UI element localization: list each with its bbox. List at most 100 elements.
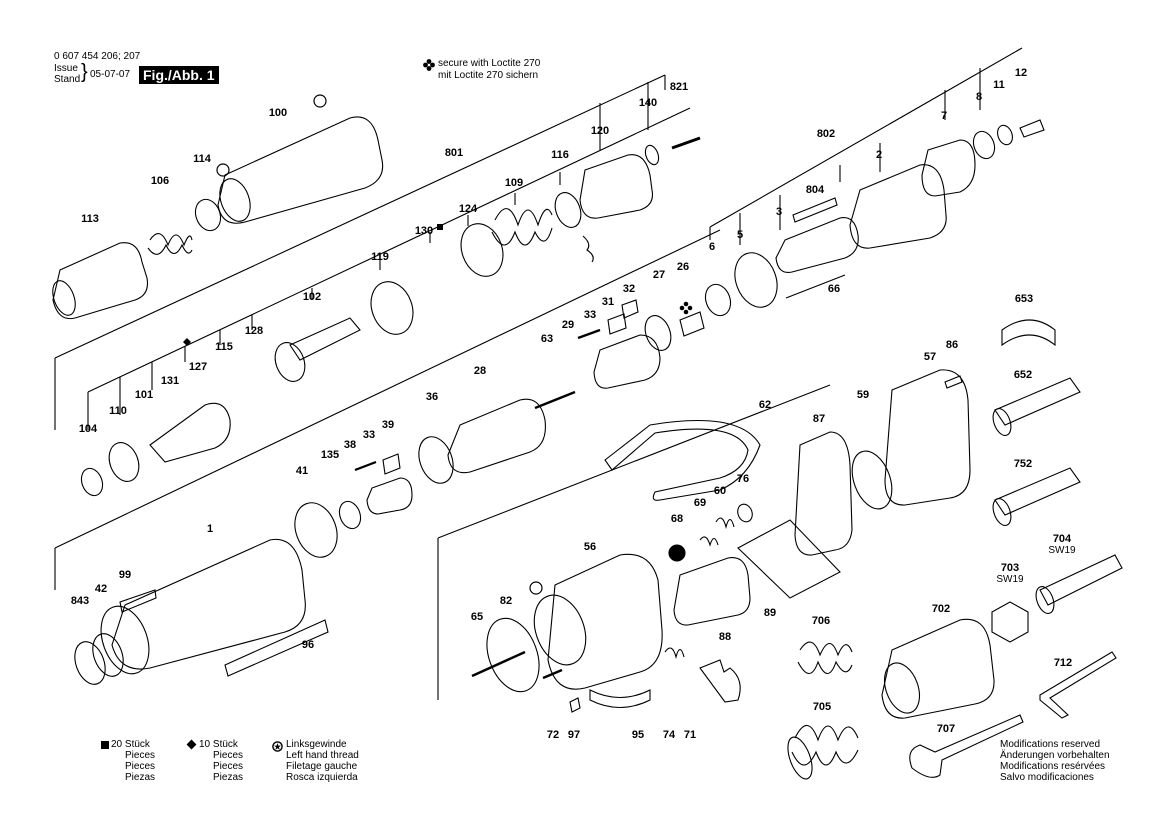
legend-diamond-count: 10 Stück [199, 739, 238, 750]
part-5-bearing [734, 252, 778, 308]
stand-label: Stand [54, 74, 81, 85]
label-part-72: 72 [547, 729, 559, 741]
legend-diamond-l1: Pieces [213, 750, 244, 761]
part-6-bearing [704, 283, 732, 317]
label-part-11: 11 [993, 79, 1005, 91]
legend-lefthand: Linksgewinde Left hand thread Filetage g… [286, 739, 359, 783]
label-part-41: 41 [296, 465, 308, 477]
part-60-spring [715, 517, 735, 530]
label-part-3: 3 [776, 206, 782, 218]
label-part-1: 1 [207, 523, 213, 535]
part-652-fitting [994, 377, 1081, 426]
part-704-fitting [1039, 554, 1123, 606]
label-part-124: 124 [459, 203, 478, 215]
part-110-ring [108, 442, 140, 482]
label-part-71: 71 [684, 729, 696, 741]
legend-diamond: 10 Stück Pieces Pieces Piezas [199, 739, 243, 783]
part-843-ring [74, 641, 106, 685]
part-100-body [217, 116, 384, 224]
part-707-wrench [909, 714, 1024, 778]
label-part-802: 802 [817, 128, 835, 140]
label-part-28: 28 [474, 365, 486, 377]
lefthand-marker-114 [216, 163, 230, 177]
part-104-ring [80, 467, 104, 497]
legend-square-count: 20 Stück [111, 739, 150, 750]
part-95-clip [589, 689, 651, 708]
label-part-705: 705 [813, 701, 831, 713]
part-821-pin [671, 136, 701, 150]
label-part-62: 62 [759, 399, 771, 411]
loctite-icon [423, 58, 435, 71]
label-part-106: 106 [151, 175, 169, 187]
label-part-95: 95 [632, 729, 644, 741]
part-106-spring [147, 233, 193, 255]
part-59-felt [851, 450, 893, 510]
part-703-nut [991, 601, 1029, 643]
brace-symbol: } [81, 61, 88, 83]
label-part-33-upper: 33 [584, 309, 596, 321]
label-part-804: 804 [806, 184, 825, 196]
part-804-blade [792, 197, 838, 223]
part-124-ring [460, 223, 504, 277]
label-part-704: 704 [1053, 533, 1072, 545]
part-74-spring [664, 647, 685, 660]
modifications-note: Modifications reserved Änderungen vorbeh… [1000, 739, 1110, 783]
label-part-56: 56 [584, 541, 596, 553]
part-712-hexkey [1039, 651, 1117, 719]
issue-label: Issue [54, 63, 78, 74]
label-part-2: 2 [876, 149, 882, 161]
label-part-110: 110 [109, 405, 127, 417]
part-27-ring [644, 315, 672, 351]
label-part-74: 74 [663, 729, 676, 741]
part-705-spring [791, 724, 859, 766]
part-7-cover [921, 139, 976, 197]
square-marker-130 [437, 224, 443, 230]
legend-lefthand-l0: Linksgewinde [286, 739, 347, 750]
part-68-ball [668, 544, 686, 562]
figure-label: Fig./Abb. 1 [139, 66, 219, 84]
part-76-ring [737, 503, 753, 523]
label-sw-704: SW19 [1048, 545, 1076, 556]
label-sw-703: SW19 [996, 574, 1024, 585]
part-99-clip [119, 589, 157, 613]
label-part-60: 60 [714, 485, 726, 497]
label-part-752: 752 [1014, 458, 1032, 470]
part-65-pin [471, 650, 526, 678]
group-line-802 [709, 47, 1023, 228]
legend-lefthand-l2: Filetage gauche [286, 761, 358, 772]
label-part-7: 7 [941, 110, 947, 122]
label-part-36: 36 [426, 391, 438, 403]
loctite-note-en: secure with Loctite 270 [438, 58, 541, 69]
part-66-pin [785, 274, 846, 299]
label-part-97: 97 [568, 729, 580, 741]
label-part-703: 703 [1001, 562, 1019, 574]
legend-diamond-l3: Piezas [213, 772, 244, 783]
part-1-housing [111, 538, 306, 670]
part-36-bearing [418, 436, 454, 484]
label-part-29: 29 [562, 319, 574, 331]
label-part-104: 104 [79, 423, 98, 435]
part-69-spring [699, 536, 719, 547]
label-part-5: 5 [737, 229, 743, 241]
group-line-upper-main [87, 107, 691, 393]
legend-diamond-l2: Pieces [213, 761, 244, 772]
part-702-adapter [881, 618, 995, 719]
part-38-pin [354, 460, 377, 472]
label-part-96: 96 [302, 639, 314, 651]
label-part-59: 59 [857, 389, 869, 401]
label-part-12: 12 [1015, 67, 1027, 79]
part-86-screw [944, 375, 963, 389]
part-26-pinion [679, 311, 705, 337]
part-119-ring [370, 281, 414, 335]
legend-square: 20 Stück Pieces Pieces Piezas [111, 739, 155, 783]
label-part-109: 109 [505, 177, 523, 189]
modifications-l3: Modifications resérvées [1000, 761, 1106, 772]
part-135-carrier [366, 477, 413, 515]
part-87-gasket [794, 431, 853, 556]
part-71-valve [699, 659, 741, 703]
part-653-clip [1001, 319, 1056, 347]
label-part-68: 68 [671, 513, 683, 525]
label-part-8: 8 [976, 91, 982, 103]
part-102-shaft [289, 317, 361, 361]
label-part-102: 102 [303, 291, 321, 303]
